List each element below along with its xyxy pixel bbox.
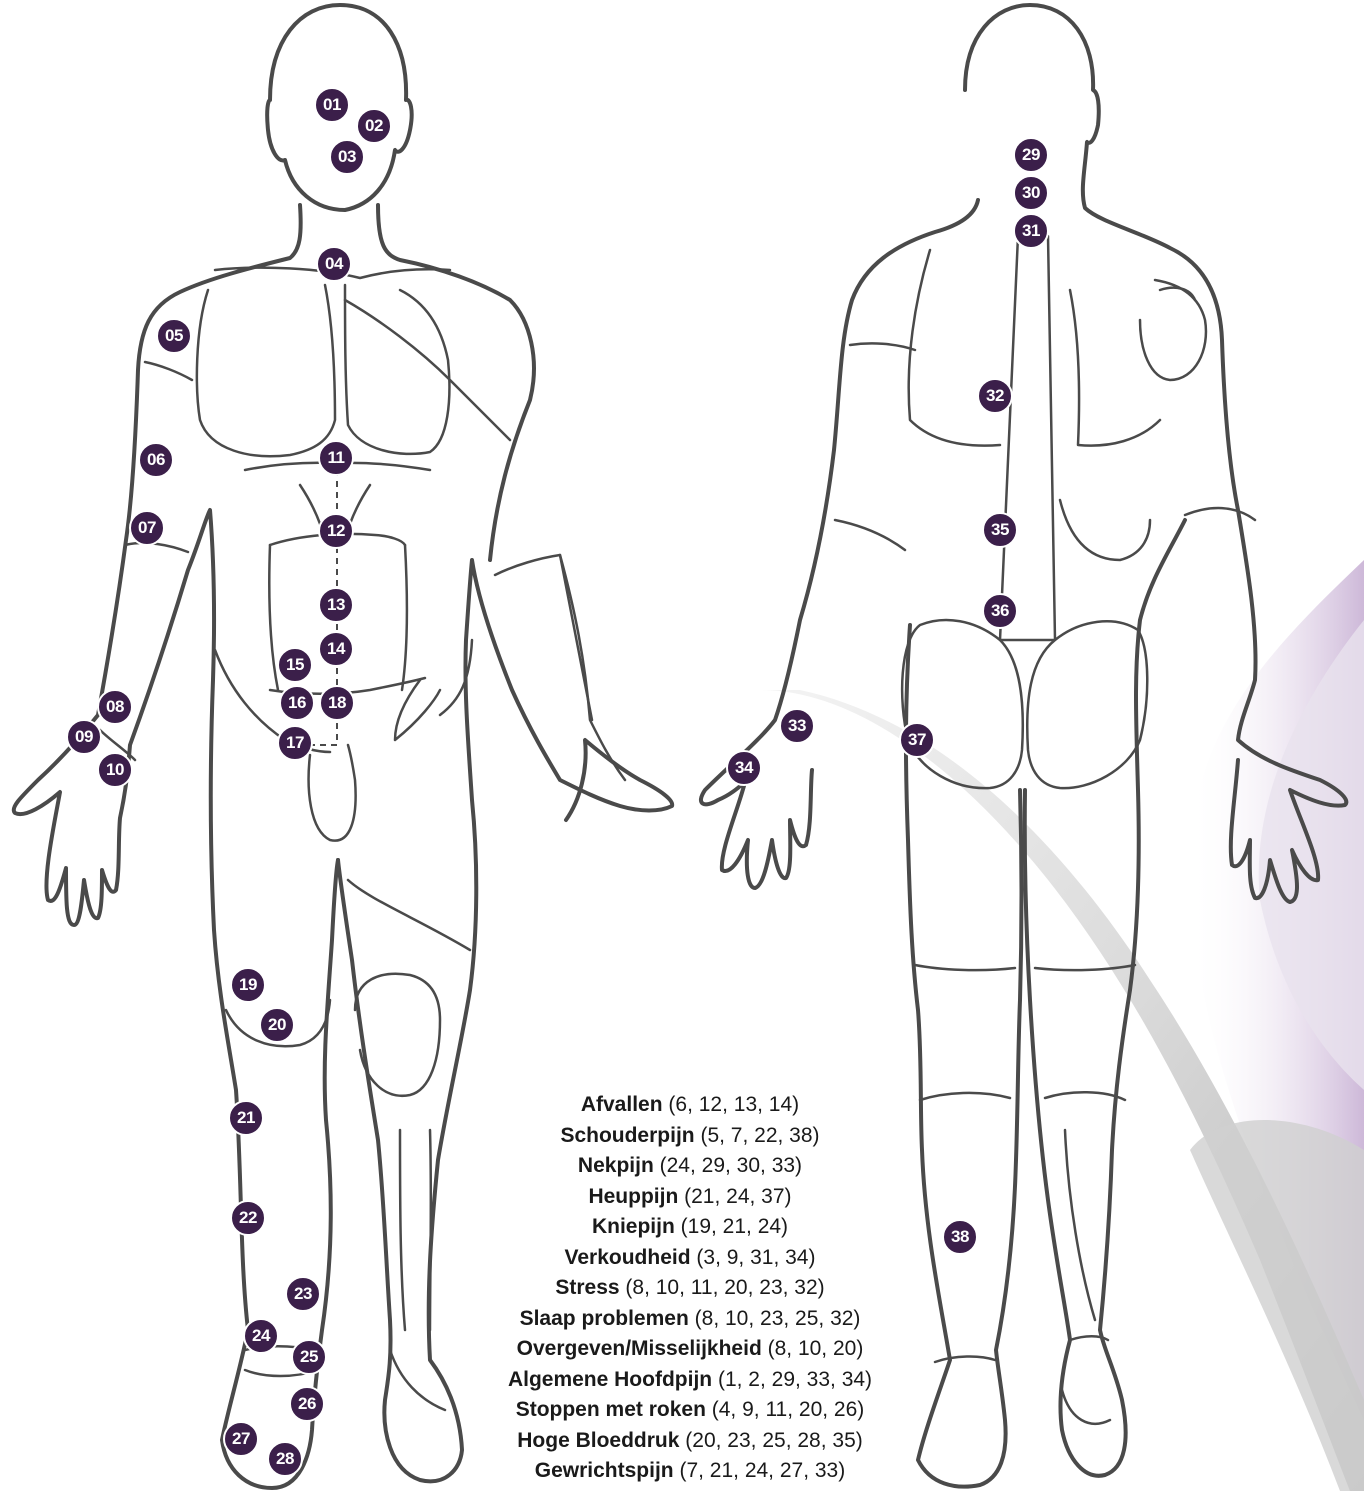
point-marker-35: 35 <box>982 512 1018 548</box>
legend-condition: Nekpijn <box>578 1154 654 1177</box>
point-marker-29: 29 <box>1013 137 1049 173</box>
point-marker-20: 20 <box>259 1007 295 1043</box>
legend-points: (19, 21, 24) <box>681 1215 788 1238</box>
point-marker-23: 23 <box>285 1276 321 1312</box>
point-marker-12: 12 <box>318 513 354 549</box>
point-marker-24: 24 <box>243 1318 279 1354</box>
legend-condition: Kniepijn <box>592 1215 675 1238</box>
legend-condition: Stress <box>555 1276 619 1299</box>
point-marker-04: 04 <box>316 246 352 282</box>
point-marker-27: 27 <box>223 1421 259 1457</box>
legend-points: (21, 24, 37) <box>684 1185 791 1208</box>
point-marker-11: 11 <box>318 440 354 476</box>
legend-row: Verkoudheid (3, 9, 31, 34) <box>440 1243 940 1274</box>
point-marker-32: 32 <box>977 378 1013 414</box>
point-marker-37: 37 <box>899 722 935 758</box>
legend-row: Slaap problemen (8, 10, 23, 25, 32) <box>440 1304 940 1335</box>
legend-condition: Algemene Hoofdpijn <box>508 1368 712 1391</box>
point-marker-30: 30 <box>1013 175 1049 211</box>
point-marker-02: 02 <box>356 108 392 144</box>
legend-points: (5, 7, 22, 38) <box>700 1124 819 1147</box>
legend-points: (1, 2, 29, 33, 34) <box>718 1368 872 1391</box>
point-marker-09: 09 <box>66 719 102 755</box>
legend-condition: Heuppijn <box>588 1185 678 1208</box>
legend-points: (24, 29, 30, 33) <box>660 1154 802 1177</box>
point-marker-36: 36 <box>982 593 1018 629</box>
legend-condition: Schouderpijn <box>560 1124 694 1147</box>
point-marker-01: 01 <box>314 87 350 123</box>
point-marker-06: 06 <box>138 442 174 478</box>
point-marker-19: 19 <box>230 967 266 1003</box>
point-marker-33: 33 <box>779 708 815 744</box>
legend-points: (6, 12, 13, 14) <box>668 1093 799 1116</box>
point-marker-08: 08 <box>97 689 133 725</box>
point-marker-18: 18 <box>319 685 355 721</box>
legend-points: (8, 10, 23, 25, 32) <box>695 1307 861 1330</box>
legend-row: Algemene Hoofdpijn (1, 2, 29, 33, 34) <box>440 1365 940 1396</box>
point-marker-25: 25 <box>291 1339 327 1375</box>
point-marker-16: 16 <box>279 685 315 721</box>
legend-points: (8, 10, 20) <box>768 1337 864 1360</box>
point-marker-28: 28 <box>267 1441 303 1477</box>
point-marker-05: 05 <box>156 318 192 354</box>
legend-row: Nekpijn (24, 29, 30, 33) <box>440 1151 940 1182</box>
legend-condition: Stoppen met roken <box>516 1398 706 1421</box>
point-marker-14: 14 <box>318 631 354 667</box>
point-marker-10: 10 <box>97 752 133 788</box>
legend-condition: Verkoudheid <box>565 1246 691 1269</box>
point-marker-38: 38 <box>942 1219 978 1255</box>
legend-row: Afvallen (6, 12, 13, 14) <box>440 1090 940 1121</box>
point-marker-31: 31 <box>1013 213 1049 249</box>
point-marker-13: 13 <box>318 587 354 623</box>
point-marker-22: 22 <box>230 1200 266 1236</box>
legend-points: (4, 9, 11, 20, 26) <box>712 1398 865 1421</box>
point-marker-17: 17 <box>277 725 313 761</box>
point-marker-15: 15 <box>277 647 313 683</box>
legend-row: Overgeven/Misselijkheid (8, 10, 20) <box>440 1334 940 1365</box>
legend-points: (20, 23, 25, 28, 35) <box>685 1429 862 1452</box>
point-marker-26: 26 <box>289 1386 325 1422</box>
legend-condition: Hoge Bloeddruk <box>517 1429 679 1452</box>
condition-legend: Afvallen (6, 12, 13, 14)Schouderpijn (5,… <box>440 1090 940 1491</box>
legend-points: (7, 21, 24, 27, 33) <box>679 1459 845 1482</box>
point-marker-03: 03 <box>329 139 365 175</box>
legend-condition: Gewrichtspijn <box>535 1459 674 1482</box>
legend-condition: Slaap problemen <box>520 1307 689 1330</box>
legend-condition: Afvallen <box>581 1093 663 1116</box>
legend-row: Hoge Bloeddruk (20, 23, 25, 28, 35) <box>440 1426 940 1457</box>
point-marker-07: 07 <box>129 510 165 546</box>
legend-row: Schouderpijn (5, 7, 22, 38) <box>440 1121 940 1152</box>
legend-row: Kniepijn (19, 21, 24) <box>440 1212 940 1243</box>
point-marker-34: 34 <box>726 750 762 786</box>
legend-condition: Overgeven/Misselijkheid <box>517 1337 762 1360</box>
legend-row: Heuppijn (21, 24, 37) <box>440 1182 940 1213</box>
legend-points: (8, 10, 11, 20, 23, 32) <box>625 1276 824 1299</box>
point-marker-21: 21 <box>228 1100 264 1136</box>
legend-row: Stoppen met roken (4, 9, 11, 20, 26) <box>440 1395 940 1426</box>
legend-row: Stress (8, 10, 11, 20, 23, 32) <box>440 1273 940 1304</box>
legend-points: (3, 9, 31, 34) <box>696 1246 815 1269</box>
legend-row: Gewrichtspijn (7, 21, 24, 27, 33) <box>440 1456 940 1487</box>
